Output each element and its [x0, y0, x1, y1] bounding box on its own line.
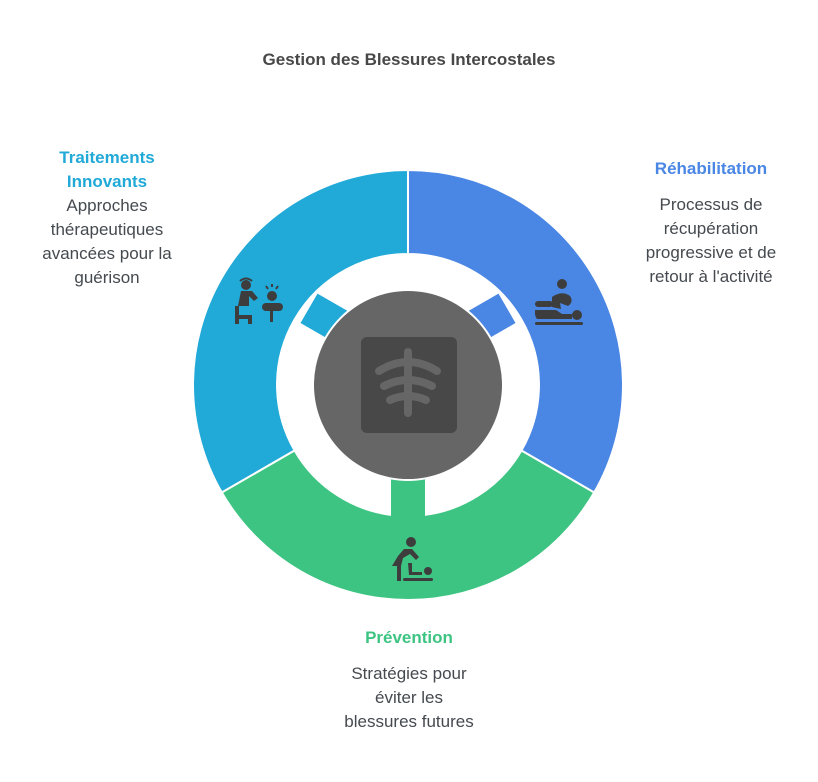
description-prevention: Stratégies pour éviter les blessures fut… [309, 662, 509, 734]
heading-rehabilitation: Réhabilitation [654, 159, 768, 178]
text-block-rehabilitation: Réhabilitation Processus de récupération… [616, 157, 806, 289]
heading-line: Traitements [59, 148, 155, 167]
description-rehabilitation: Processus de récupération progressive et… [616, 193, 806, 289]
description-line: blessures futures [344, 712, 474, 731]
heading-traitements-innovants: Traitements Innovants [22, 146, 192, 194]
description-line: Processus de [659, 195, 763, 214]
text-block-prevention: Prévention Stratégies pour éviter les bl… [309, 626, 509, 734]
segment-rehabilitation[interactable] [407, 168, 624, 494]
description-line: guérison [74, 268, 140, 287]
diagram-title: Gestion des Blessures Intercostales [262, 50, 556, 69]
heading-line: Innovants [66, 172, 148, 191]
text-block-traitements-innovants: Traitements Innovants Approches thérapeu… [22, 146, 192, 290]
segment-prevention[interactable] [220, 449, 596, 601]
segment-traitements-innovants[interactable] [192, 168, 409, 494]
description-line: thérapeutiques [50, 220, 164, 239]
description-line: récupération [663, 219, 759, 238]
heading-prevention: Prévention [365, 628, 453, 647]
description-traitements-innovants: Approches thérapeutiques avancées pour l… [22, 194, 192, 290]
therapist-child-icon [235, 277, 283, 324]
massage-therapy-icon [535, 279, 583, 325]
xray-ribcage-icon [361, 337, 457, 433]
description-line: retour à l'activité [649, 267, 773, 286]
description-line: progressive et de [645, 243, 777, 262]
description-line: Stratégies pour [351, 664, 467, 683]
description-line: avancées pour la [42, 244, 172, 263]
caregiver-baby-changing-icon [392, 537, 433, 581]
description-line: Approches [66, 196, 148, 215]
description-line: éviter les [374, 688, 444, 707]
